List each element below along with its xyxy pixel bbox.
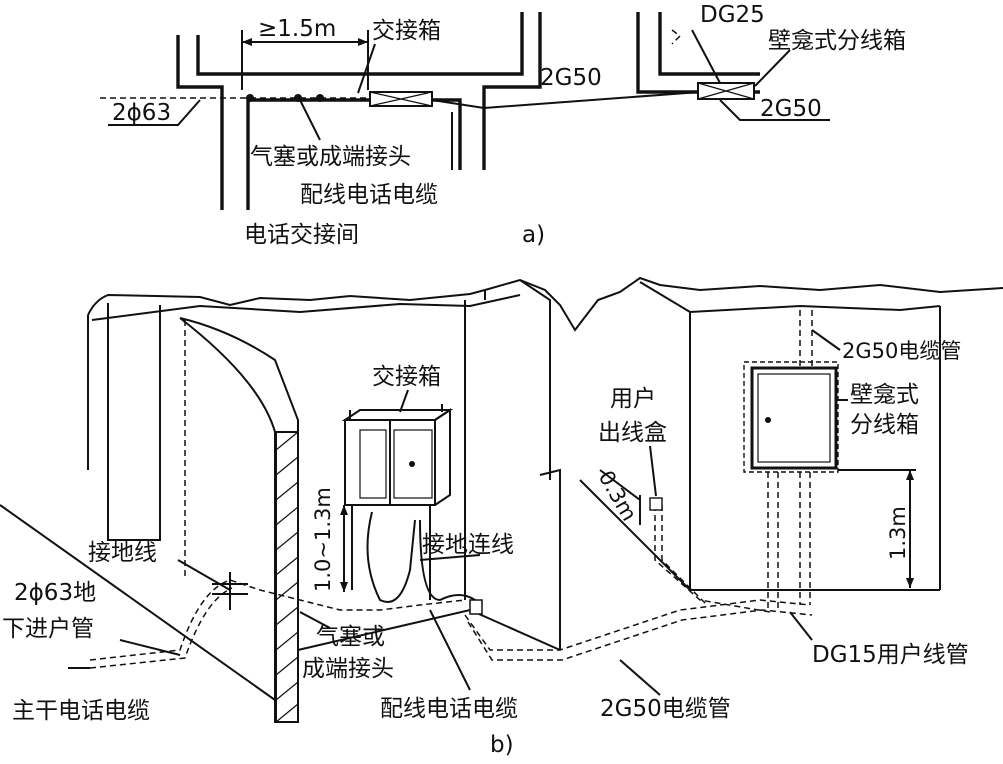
label-entry-2: 下进户管 <box>2 616 94 642</box>
partition-section <box>275 431 299 723</box>
diagram-b-perspective: 交接箱 2G50电缆管 壁龛式 分线箱 1. <box>0 276 1003 758</box>
label-conduit-bottom: 2G50电缆管 <box>600 696 731 722</box>
label-outlet-1: 用户 <box>610 386 656 412</box>
sub-label-a: a) <box>522 222 545 248</box>
leader-conduit-in <box>108 99 201 126</box>
dim-range-arrow-top <box>340 505 348 515</box>
leader-plug <box>299 99 321 141</box>
label-wall-box-b2: 分线箱 <box>850 412 919 438</box>
leader-entry <box>119 639 181 656</box>
leader-cross-box <box>357 43 376 94</box>
label-entry-1: 2ϕ63地 <box>14 580 96 606</box>
label-dim-range: 1.0~1.3m <box>311 487 335 592</box>
conduit-bottom-path-2 <box>467 609 813 661</box>
label-plug-a: 气塞或成端接头 <box>250 144 411 170</box>
label-cross-box-a: 交接箱 <box>372 18 441 44</box>
outlet-box <box>649 497 663 511</box>
wall-box-x <box>697 82 755 100</box>
outlet-conduit-2 <box>661 505 707 605</box>
entry-conduit-path <box>89 579 466 661</box>
leader-user-conduit <box>789 611 813 641</box>
ground-link-wire <box>419 519 476 612</box>
left-wall-edge <box>0 303 276 701</box>
label-cross-box-b: 交接箱 <box>372 364 441 390</box>
label-dim-spacing: ≥1.5m <box>258 16 336 42</box>
leader-wall-box <box>754 49 791 87</box>
label-user-conduit: DG15用户线管 <box>812 642 969 668</box>
ground-terminal <box>469 599 483 615</box>
plug-dot-3 <box>316 94 324 102</box>
label-dg25: DG25 <box>700 2 765 28</box>
label-outlet-2: 出线盒 <box>598 420 667 446</box>
label-conduit-out-2: 2G50 <box>760 96 822 122</box>
label-dist-cable-b: 配线电话电缆 <box>380 696 518 722</box>
leader-cross-box-b <box>399 389 409 413</box>
ceiling-under <box>91 281 941 321</box>
label-conduit-out-1: 2G50 <box>540 65 602 91</box>
label-conduit-in: 2ϕ63 <box>112 100 171 126</box>
room-wall-outline <box>176 12 542 210</box>
label-room: 电话交接间 <box>244 222 359 248</box>
leader-conduit-top <box>811 329 841 351</box>
cross-box-cabinet <box>341 404 454 600</box>
dim-arrow-left <box>242 38 252 46</box>
plug-dot-1 <box>246 94 254 102</box>
dim-13-arrow-bottom <box>906 578 914 588</box>
ceiling-slab <box>87 276 1003 332</box>
dim-arrow-right <box>358 38 368 46</box>
wall-box-cabinet <box>743 361 839 473</box>
leader-conduit-bottom <box>619 659 661 696</box>
conduit-top-lines <box>799 310 813 368</box>
leader-outlet <box>649 445 657 497</box>
label-wall-box-a: 壁龛式分线箱 <box>768 28 906 54</box>
partition-wall <box>179 317 299 723</box>
leader-plug-b <box>299 611 331 629</box>
right-room-floor <box>579 312 940 591</box>
leader-dg25 <box>691 29 721 84</box>
label-ground-link: 接地连线 <box>422 532 514 558</box>
dim-13-arrow-top <box>906 470 914 480</box>
middle-wall <box>464 279 561 650</box>
cross-box-x <box>369 91 433 107</box>
dim-range-arrow-bottom <box>340 582 348 592</box>
conduit-bottom-path <box>464 599 811 651</box>
label-main-cable: 主干电话电缆 <box>12 698 150 724</box>
label-dim-13: 1.3m <box>886 506 910 560</box>
dist-cable-loop <box>366 511 416 603</box>
leader-conduit-out-2 <box>719 99 830 121</box>
label-ground-wire: 接地线 <box>88 540 157 566</box>
label-plug-b1: 气塞或 <box>316 624 385 650</box>
dg-conduit-mark <box>671 29 682 45</box>
label-dist-cable-a: 配线电话电缆 <box>300 182 438 208</box>
diagram-a-plan: ≥1.5m 交接箱 2ϕ63 2G50 DG25 壁龛式分线箱 2G50 气塞或… <box>100 2 906 248</box>
leader-dist-cable-b <box>429 609 471 691</box>
sub-label-b: b) <box>490 732 514 758</box>
leader-ground-link <box>419 554 481 561</box>
label-wall-box-b1: 壁龛式 <box>850 382 919 408</box>
outlet-conduit <box>654 505 771 613</box>
entry-conduit-path-2 <box>89 587 233 669</box>
conduit-out-line <box>431 91 701 110</box>
label-plug-b2: 成端接头 <box>302 656 394 682</box>
leader-ground-wire <box>177 559 231 591</box>
partition-hatch <box>275 431 299 723</box>
label-conduit-top: 2G50电缆管 <box>842 339 961 363</box>
